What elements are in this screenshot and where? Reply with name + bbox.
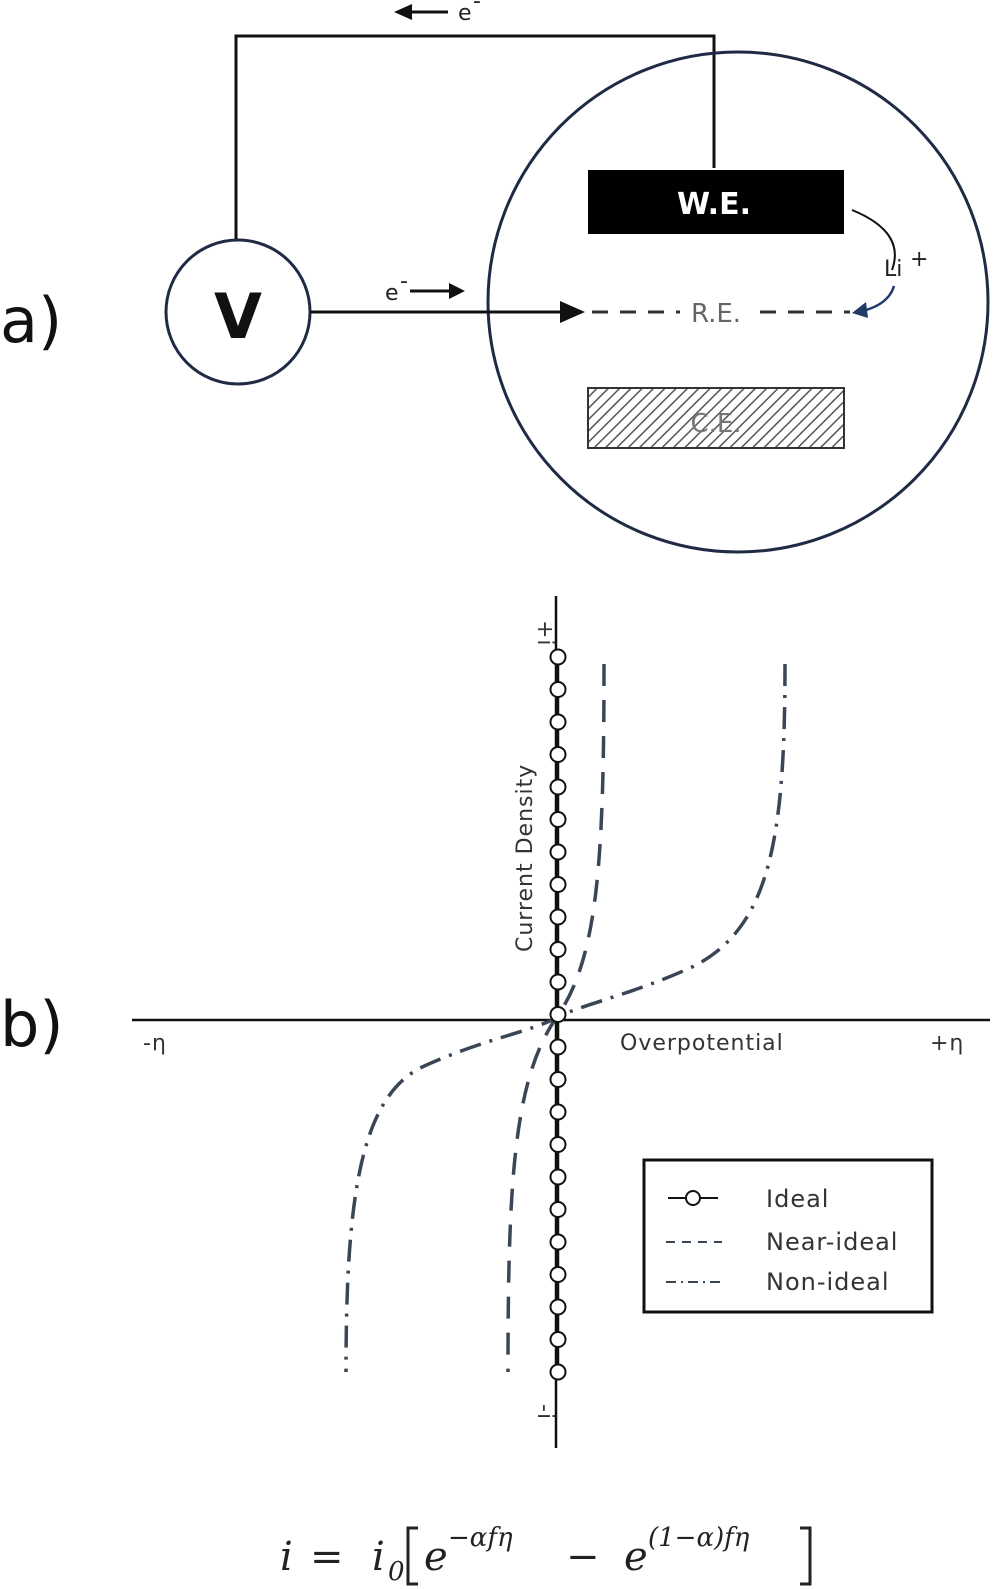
equation-e2: e — [624, 1534, 648, 1580]
working-electrode-label: W.E. — [677, 187, 751, 222]
arrow-right-icon — [560, 301, 585, 323]
reference-electrode-label-bg — [680, 298, 750, 326]
equation-i: i — [280, 1534, 293, 1580]
ideal-marker — [549, 1071, 567, 1088]
electron-label-mid: e — [385, 281, 399, 306]
ideal-marker — [549, 1266, 567, 1283]
ideal-marker — [549, 843, 567, 861]
series-ideal-markers — [549, 648, 567, 1381]
legend-item-non-ideal: Non-ideal — [666, 1268, 890, 1296]
counter-electrode-label: C.E. — [690, 409, 741, 439]
reference-electrode-label: R.E. — [691, 299, 741, 329]
y-axis-title: Current Density — [513, 764, 538, 952]
panel-a-label: a) — [0, 284, 62, 357]
ideal-marker — [549, 1006, 567, 1023]
equation-i0: i — [372, 1534, 385, 1580]
legend-label-near-ideal: Near-ideal — [766, 1228, 898, 1256]
ideal-marker — [549, 1103, 567, 1121]
working-electrode — [588, 170, 844, 234]
counter-electrode — [587, 387, 845, 449]
butler-volmer-equation: i = i 0 e −αfη − e (1−α)fη — [280, 1523, 812, 1587]
ideal-marker — [549, 941, 567, 958]
legend-label-non-ideal: Non-ideal — [766, 1268, 890, 1296]
circuit-wire-top — [234, 34, 716, 240]
voltmeter-label: V — [214, 280, 262, 353]
legend: Ideal Near-ideal Non-ideal — [642, 1158, 934, 1314]
ideal-marker — [549, 1201, 567, 1218]
panel-a: a) e - V e - W.E. R.E. — [0, 0, 990, 554]
electron-label-top: e — [458, 1, 472, 26]
ideal-marker — [549, 1331, 567, 1348]
ideal-marker — [549, 811, 567, 828]
panel-b: b) +i -i Current Density -η +η Overpoten… — [0, 596, 990, 1448]
ideal-marker — [549, 1298, 567, 1316]
legend-item-near-ideal: Near-ideal — [666, 1228, 898, 1256]
ideal-marker — [549, 648, 567, 666]
electron-charge-mid: - — [400, 269, 408, 294]
arrow-right-small-icon — [449, 283, 465, 299]
ion-path-upper — [851, 209, 896, 271]
x-axis-title: Overpotential — [620, 1031, 784, 1056]
ideal-marker — [549, 1136, 567, 1153]
equation-subscript-0: 0 — [388, 1557, 405, 1587]
ideal-marker — [549, 778, 567, 796]
electron-flow-top: e - — [394, 0, 481, 26]
ideal-marker — [549, 713, 567, 731]
ideal-marker — [549, 681, 567, 698]
equation-exponent-2: (1−α)fη — [648, 1523, 750, 1553]
ion-arrow-icon — [852, 302, 868, 318]
ideal-marker — [549, 746, 567, 763]
ion-label: Li — [884, 257, 902, 282]
equation-e1: e — [424, 1534, 448, 1580]
ideal-marker — [549, 1168, 567, 1186]
legend-label-ideal: Ideal — [766, 1185, 829, 1213]
equation-minus: − — [566, 1534, 600, 1580]
equation-left-bracket — [406, 1526, 418, 1586]
equation-right-bracket — [800, 1526, 812, 1586]
electrochemical-cell — [486, 50, 990, 554]
legend-item-ideal: Ideal — [668, 1185, 829, 1213]
ideal-marker — [549, 1233, 567, 1251]
arrow-left-icon — [394, 4, 412, 20]
legend-box — [642, 1158, 934, 1314]
ion-charge: + — [910, 247, 928, 272]
legend-circle-marker — [685, 1190, 701, 1206]
electron-charge-top: - — [473, 0, 481, 14]
ideal-marker — [549, 1363, 567, 1381]
ideal-marker — [549, 1038, 567, 1056]
equation-equals: = — [310, 1534, 344, 1580]
ideal-marker — [549, 973, 567, 991]
y-bottom-label: -i — [532, 1404, 557, 1420]
x-left-label: -η — [143, 1031, 167, 1056]
panel-b-label: b) — [0, 988, 64, 1061]
curves — [344, 648, 787, 1381]
ideal-marker — [549, 908, 567, 926]
y-top-label: +i — [532, 620, 557, 647]
ideal-marker — [549, 876, 567, 893]
equation-exponent-1: −αfη — [448, 1523, 513, 1553]
electron-flow-mid: e - — [385, 269, 465, 306]
x-right-label: +η — [930, 1031, 964, 1056]
